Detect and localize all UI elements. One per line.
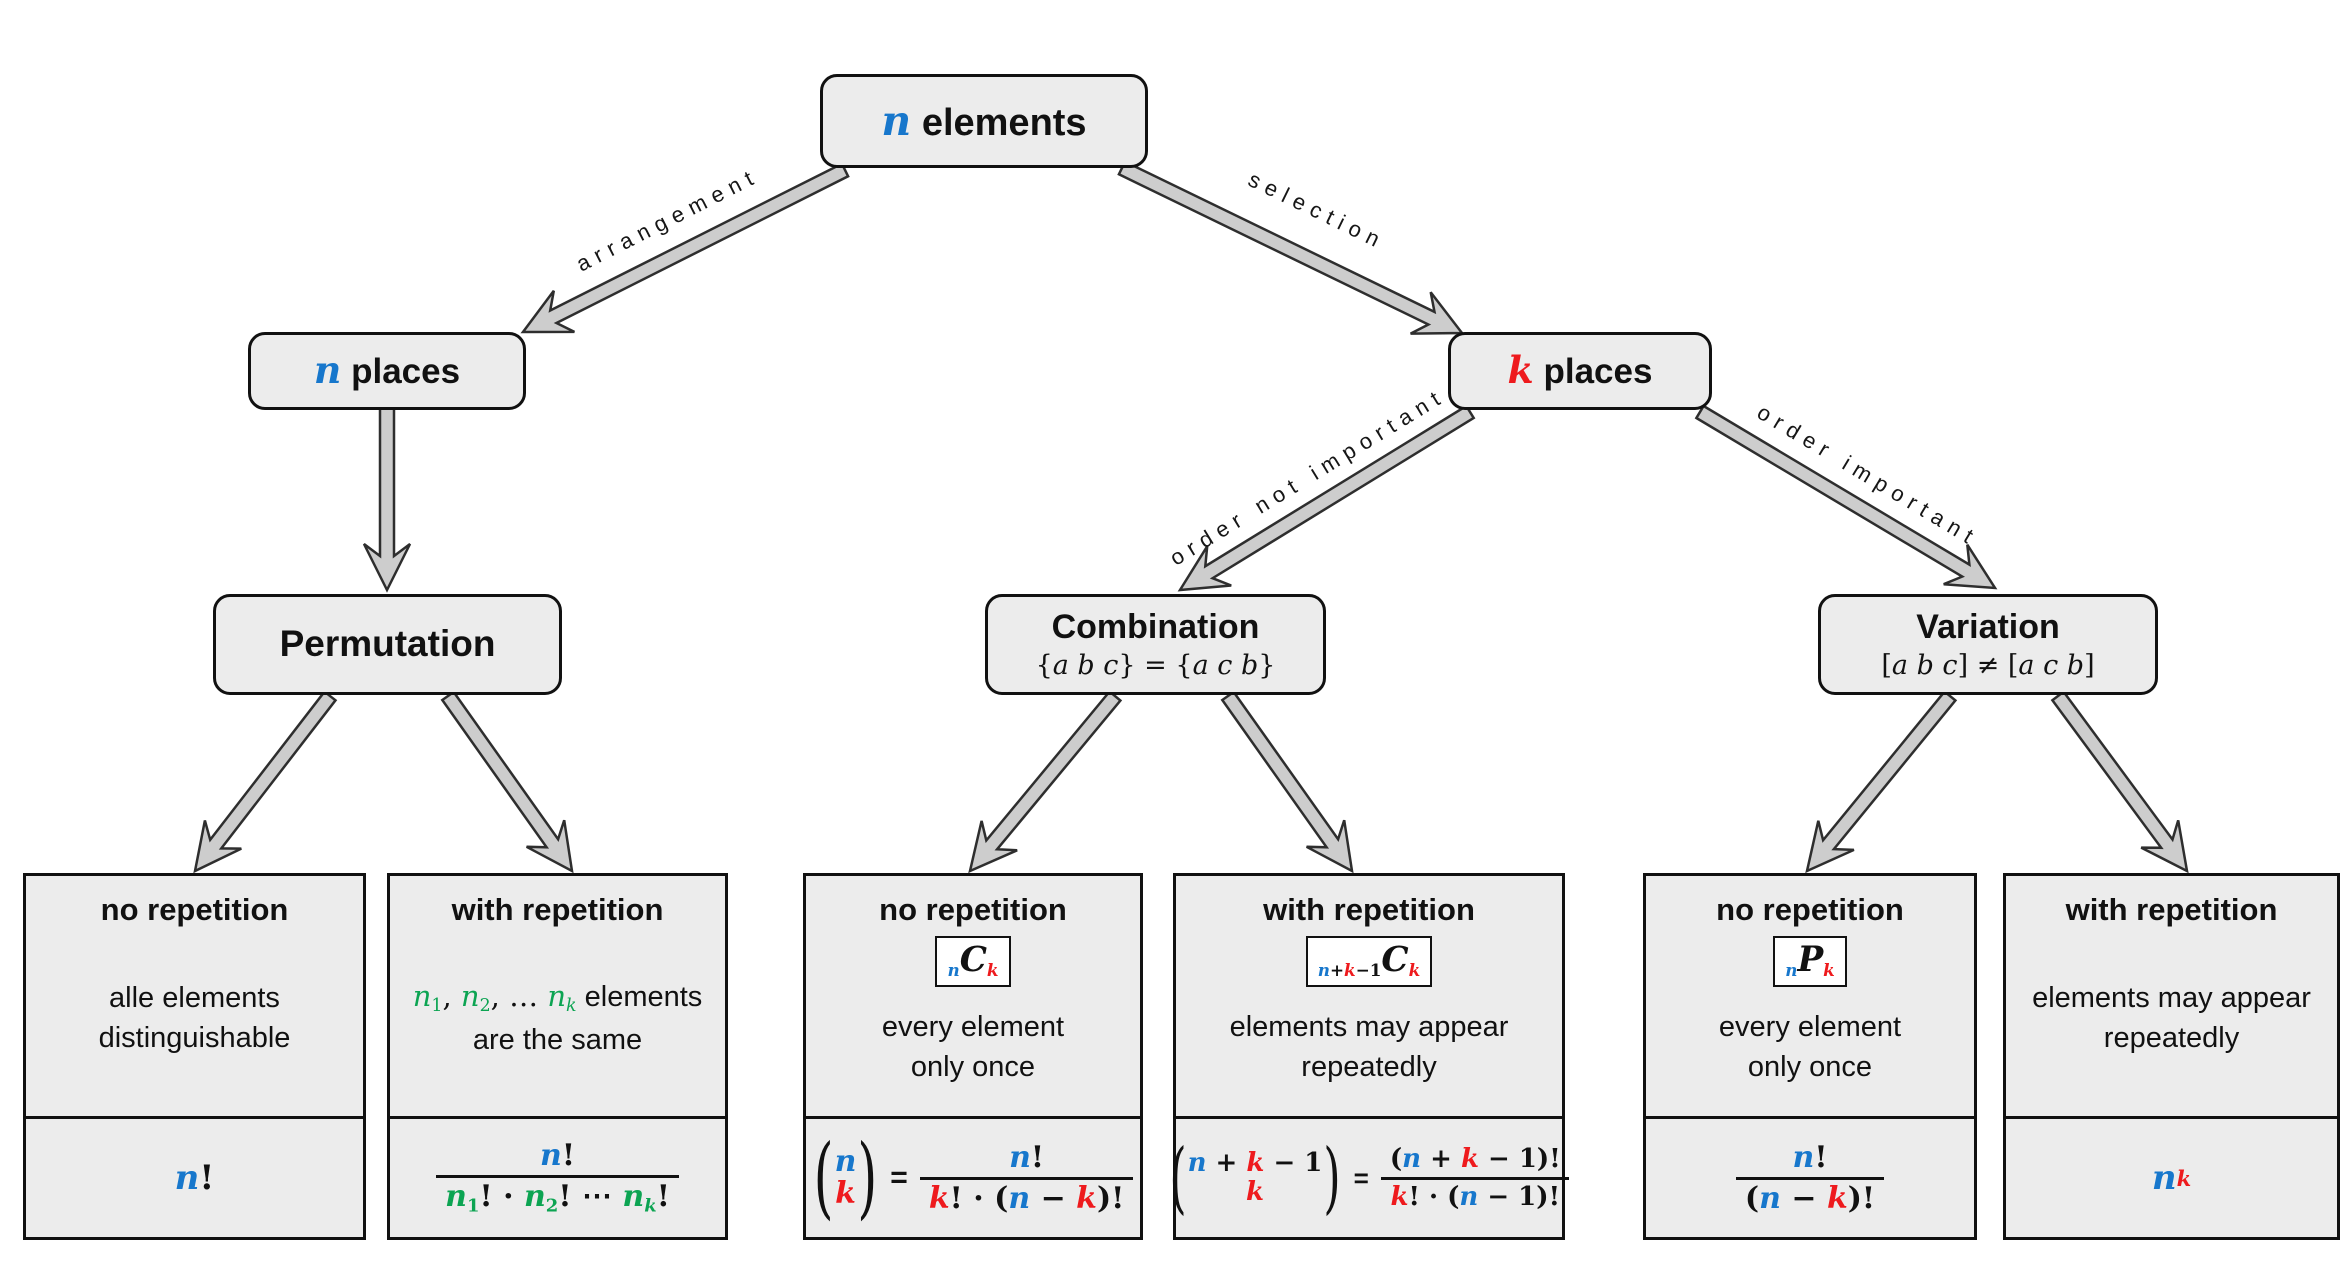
leaf-formula: n!	[26, 1116, 363, 1237]
leaf-heading: with repetition	[451, 892, 664, 927]
leaf-formula: n!(n − k)!	[1646, 1116, 1974, 1237]
node-n-places-label: n places	[313, 348, 461, 393]
leaf-description: alle elements distinguishable	[98, 981, 291, 1054]
leaf-heading: with repetition	[2065, 892, 2278, 927]
leaf-formula: n!n1! · n2! ⋯ nk!	[390, 1116, 725, 1237]
leaf-heading: with repetition	[1263, 892, 1475, 927]
node-combination: Combination {a b c} = {a c b}	[985, 594, 1326, 695]
node-variation-example: [a b c] ≠ [a c b]	[1881, 649, 2095, 681]
formula-symbol-nPk: nPk	[1773, 936, 1847, 987]
node-variation: Variation [a b c] ≠ [a c b]	[1818, 594, 2158, 695]
leaf-description: elements may appear repeatedly	[2032, 981, 2311, 1054]
node-combination-example: {a b c} = {a c b}	[1035, 649, 1276, 681]
leaf-combination-with-repetition: with repetition n+k−1Ck elements may app…	[1169, 873, 1569, 1240]
leaf-description: elements may appear repeatedly	[1229, 1011, 1509, 1084]
leaf-variation-with-repetition: with repetition elements may appear repe…	[2003, 873, 2340, 1240]
formula-symbol-nCk: nCk	[935, 936, 1011, 987]
leaf-description: n1, n2, … nk elements are the same	[412, 979, 703, 1056]
node-combination-label: Combination	[1051, 608, 1260, 647]
leaf-description: every element only once	[881, 1011, 1065, 1084]
node-n-places: n places	[248, 332, 526, 410]
node-variation-label: Variation	[1916, 608, 2060, 647]
leaf-heading: no repetition	[1716, 892, 1904, 927]
formula-symbol-n+k-1Ck: n+k−1Ck	[1305, 936, 1433, 987]
node-permutation: Permutation	[213, 594, 562, 695]
leaf-combination-no-repetition: no repetition nCk every element only onc…	[803, 873, 1143, 1240]
node-n-elements-label: n elements	[881, 95, 1087, 145]
leaf-heading: no repetition	[100, 892, 289, 927]
leaf-permutation-no-repetition: no repetition alle elements distinguisha…	[23, 873, 366, 1240]
node-k-places: k places	[1448, 332, 1712, 410]
leaf-variation-no-repetition: no repetition nPk every element only onc…	[1643, 873, 1977, 1240]
leaf-description: every element only once	[1718, 1011, 1902, 1084]
node-n-elements: n elements	[820, 74, 1148, 168]
node-permutation-label: Permutation	[279, 623, 496, 665]
leaf-heading: no repetition	[879, 892, 1067, 927]
leaf-permutation-with-repetition: with repetition n1, n2, … nk elements ar…	[387, 873, 728, 1240]
node-k-places-label: k places	[1507, 348, 1653, 393]
